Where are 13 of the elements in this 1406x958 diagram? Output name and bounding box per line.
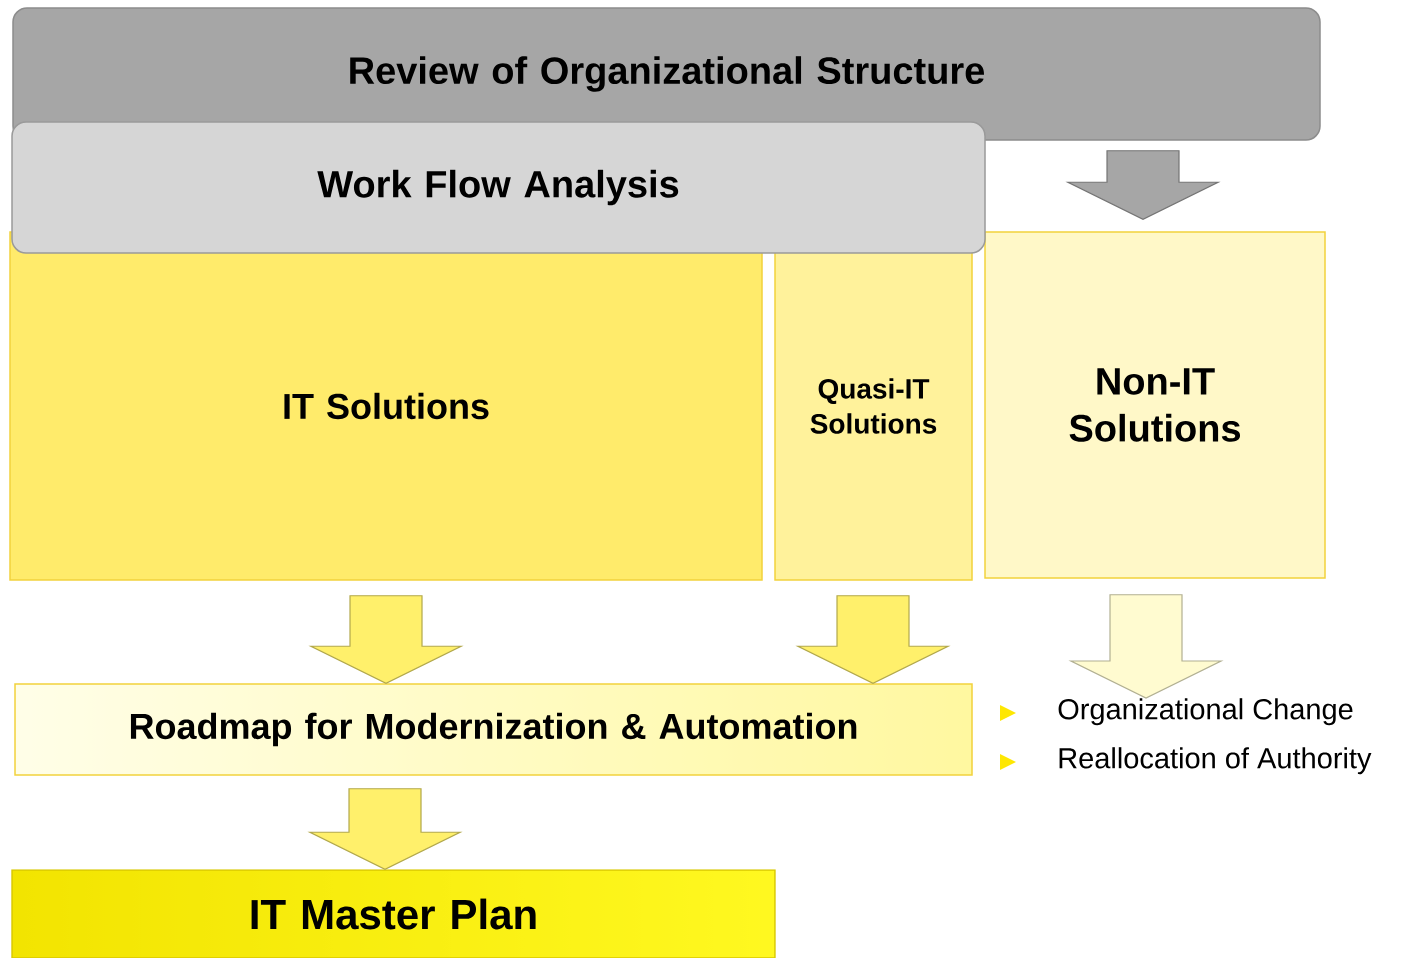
block-arrow (308, 595, 464, 684)
block-arrow (307, 788, 463, 870)
block-arrow (1065, 150, 1221, 220)
block-arrow (1068, 594, 1224, 699)
block-arrow (795, 595, 951, 684)
solution-box: Non-IT Solutions (984, 231, 1326, 579)
solution-box: Quasi-IT Solutions (774, 231, 973, 581)
analysis-band: Work Flow Analysis (11, 121, 986, 254)
bullet-list: Organizational Change Reallocation of Authority (1058, 698, 1372, 775)
plan-box: IT Master Plan (11, 869, 776, 958)
solution-box: IT Solutions (9, 231, 763, 581)
roadmap-box: Roadmap for Modernization & Automation (14, 683, 973, 776)
heading-band: Review of Organizational Structure (12, 7, 1321, 141)
